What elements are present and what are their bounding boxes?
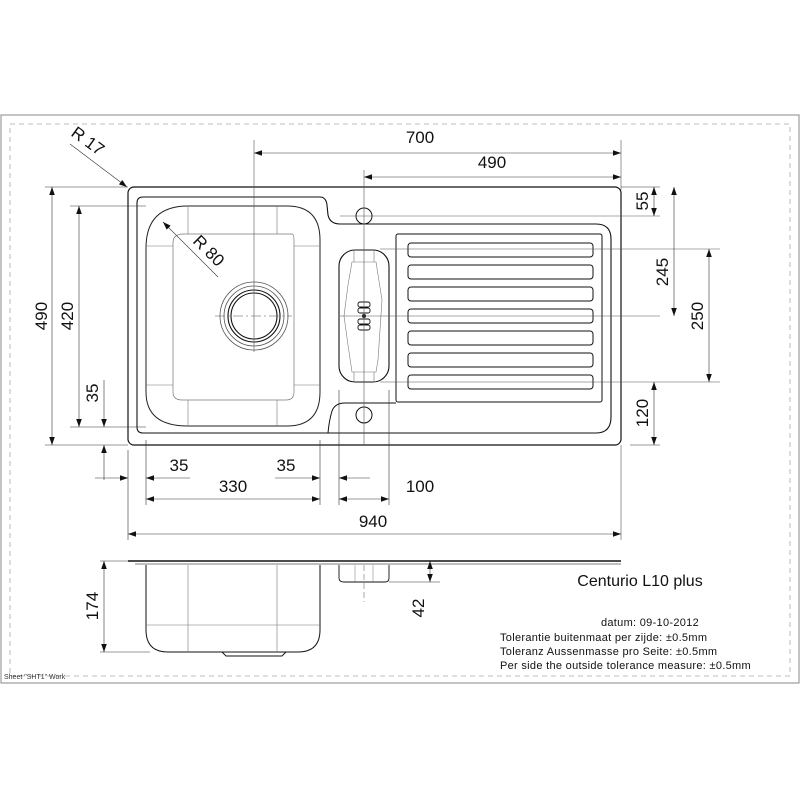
drainer-rib <box>407 286 594 302</box>
dim-700: 700 <box>406 128 434 147</box>
drainer-area <box>395 233 603 403</box>
tolerance-line-nl: Tolerantie buitenmaat per zijde: ±0.5mm <box>500 632 707 644</box>
tolerance-line-en: Per side the outside tolerance measure: … <box>500 660 751 672</box>
sheet-frame <box>0 114 800 684</box>
dim-r80: R 80 <box>189 231 228 270</box>
sheet-inner-frame <box>9 123 791 677</box>
dim-490-top: 490 <box>478 153 506 172</box>
dim-940: 940 <box>359 512 387 531</box>
drainer-rib <box>407 330 594 346</box>
dim-35-left: 35 <box>83 384 102 403</box>
overflow-profile <box>338 565 390 583</box>
dim-r17: R 17 <box>68 123 108 159</box>
dim-420: 420 <box>58 302 77 330</box>
tolerance-line-de: Toleranz Aussenmasse pro Seite: ±0.5mm <box>500 646 717 658</box>
drainer-rib <box>407 242 594 258</box>
title-block: Centurio L10 plus datum: 09-10-2012 Tole… <box>500 573 751 672</box>
dim-42: 42 <box>409 599 428 618</box>
dim-35-bottom-left: 35 <box>170 456 189 475</box>
dim-120: 120 <box>633 399 652 427</box>
bowl-profile <box>145 565 321 653</box>
bowl-floor <box>172 233 295 401</box>
dim-100: 100 <box>406 477 434 496</box>
sink-inner-rim <box>136 196 612 434</box>
dim-330: 330 <box>219 477 247 496</box>
drainer-rib <box>407 264 594 280</box>
drainer-rib <box>407 352 594 368</box>
dim-490-left: 490 <box>32 302 51 330</box>
dim-250: 250 <box>688 302 707 330</box>
dim-35-bottom-right: 35 <box>277 456 296 475</box>
centerlines <box>215 140 720 540</box>
dimension-labels: R 17 R 80 700 490 490 420 35 35 35 330 1… <box>32 123 707 620</box>
side-view <box>128 560 621 657</box>
dim-174: 174 <box>83 592 102 620</box>
sheet-label: Sheet "SHT1" Work <box>4 674 66 681</box>
date-line: datum: 09-10-2012 <box>601 617 699 629</box>
dim-245: 245 <box>653 258 672 286</box>
dim-55: 55 <box>633 192 652 211</box>
product-name: Centurio L10 plus <box>577 573 702 590</box>
dimension-lines <box>45 143 712 653</box>
